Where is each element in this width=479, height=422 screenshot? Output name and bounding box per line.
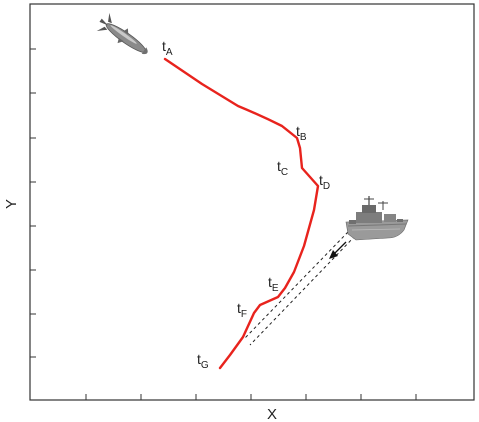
x-axis-label: X bbox=[267, 406, 277, 422]
label-tG: tG bbox=[197, 351, 209, 371]
y-axis-ticks bbox=[30, 48, 36, 358]
label-tF: tF bbox=[237, 300, 247, 320]
label-tB: tB bbox=[296, 123, 307, 143]
missile-icon bbox=[96, 12, 148, 55]
time-labels: tA tB tC tD tE tF tG bbox=[162, 38, 330, 371]
label-tC: tC bbox=[277, 158, 288, 178]
missile-trajectory bbox=[163, 57, 320, 370]
y-axis-label: Y bbox=[3, 199, 20, 209]
tracking-lines bbox=[244, 231, 356, 346]
label-tD: tD bbox=[319, 172, 330, 192]
x-axis-ticks bbox=[85, 394, 417, 400]
plot-frame bbox=[29, 3, 475, 401]
label-tA: tA bbox=[162, 38, 173, 58]
label-tE: tE bbox=[268, 274, 279, 294]
warship-icon bbox=[345, 196, 409, 241]
arrow-icon bbox=[329, 241, 347, 259]
